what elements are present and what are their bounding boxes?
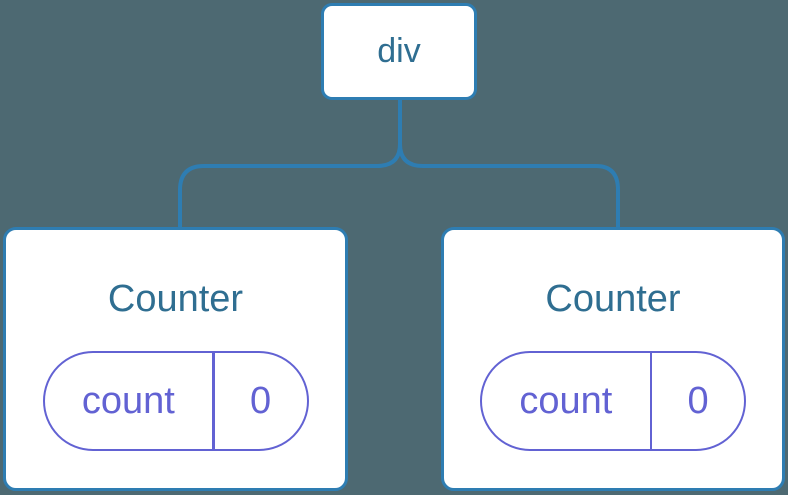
state-pill-divider — [649, 353, 653, 449]
component-card-counter-left: Counter count 0 — [3, 227, 348, 491]
state-key: count — [519, 379, 613, 422]
state-key: count — [81, 379, 175, 422]
root-node-div: div — [321, 3, 477, 100]
connector-root-to-right-child — [398, 100, 620, 229]
component-title: Counter — [107, 278, 244, 320]
state-pill-divider — [212, 353, 215, 449]
component-card-counter-right: Counter count 0 — [441, 227, 785, 491]
connector-root-to-left-child — [178, 100, 402, 229]
state-value: 0 — [687, 379, 709, 422]
state-value: 0 — [250, 379, 272, 422]
component-title: Counter — [545, 278, 681, 320]
state-pill: count 0 — [480, 351, 746, 451]
root-node-label: div — [377, 32, 421, 70]
state-pill: count 0 — [42, 351, 309, 451]
